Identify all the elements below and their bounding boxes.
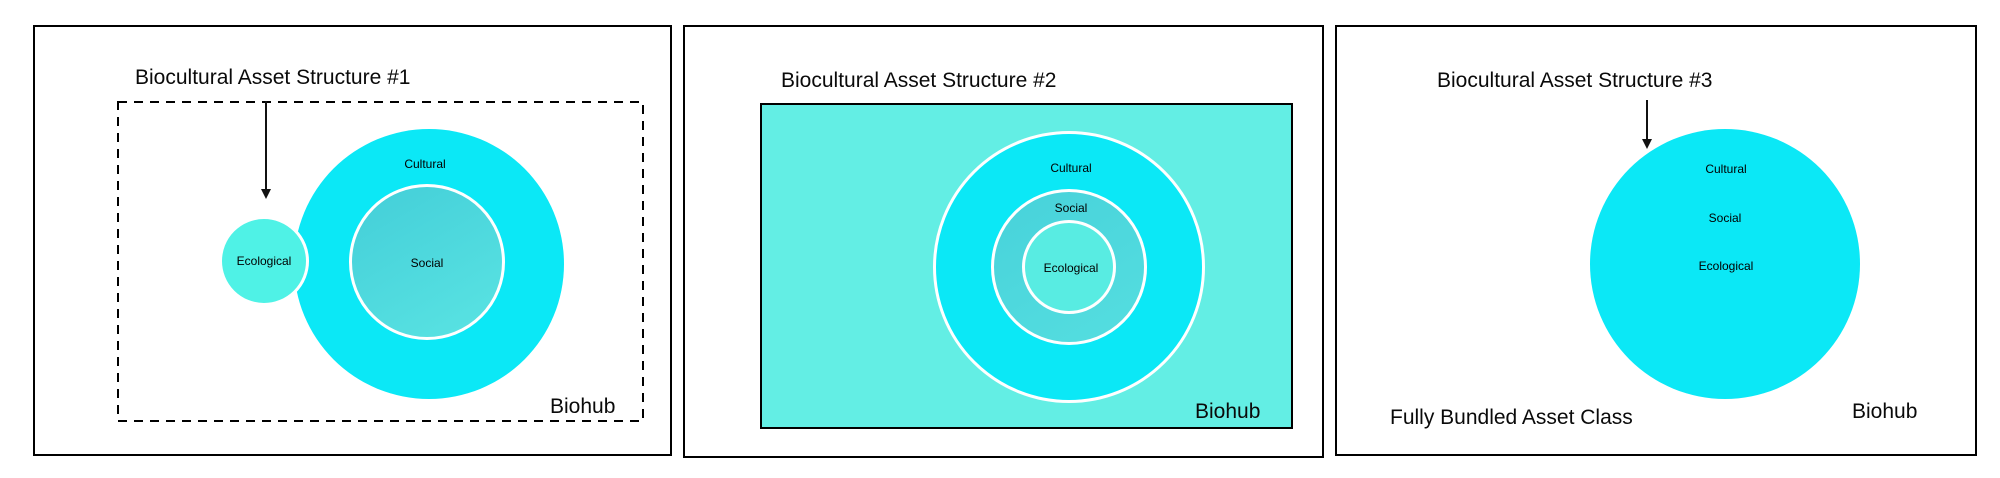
biohub-label: Biohub — [1195, 400, 1261, 423]
social-label: Social — [1708, 211, 1742, 225]
arrow-to-bundle-head-icon — [1642, 139, 1652, 149]
biohub-dashed-boundary — [117, 101, 644, 422]
panel3-title: Biocultural Asset Structure #3 — [1437, 69, 1713, 92]
ecological-label: Ecological — [236, 254, 292, 268]
panel-structure-3: Biocultural Asset Structure #3 Cultural … — [1335, 25, 1977, 456]
social-label: Social — [1054, 201, 1088, 215]
arrow-to-bundle-line — [1646, 100, 1648, 140]
ecological-circle — [1022, 220, 1116, 314]
biohub-label: Biohub — [550, 395, 616, 418]
arrow-to-ecological-line — [265, 101, 267, 190]
fully-bundled-caption: Fully Bundled Asset Class — [1390, 406, 1633, 429]
social-circle — [349, 184, 505, 340]
cultural-label: Cultural — [404, 157, 446, 171]
ecological-label: Ecological — [1043, 261, 1099, 275]
ecological-circle — [219, 216, 309, 306]
ecological-label: Ecological — [1698, 259, 1754, 273]
cultural-label: Cultural — [1050, 161, 1092, 175]
panel-structure-1: Biocultural Asset Structure #1 Cultural … — [33, 25, 672, 456]
arrow-to-ecological-head-icon — [261, 189, 271, 199]
panel1-title: Biocultural Asset Structure #1 — [135, 66, 411, 89]
social-label: Social — [410, 256, 444, 270]
panel-structure-2: Biocultural Asset Structure #2 Cultural … — [683, 25, 1324, 458]
panel2-title: Biocultural Asset Structure #2 — [781, 69, 1057, 92]
cultural-label: Cultural — [1705, 162, 1747, 176]
biohub-label: Biohub — [1852, 400, 1918, 423]
bundled-asset-circle — [1590, 129, 1860, 399]
